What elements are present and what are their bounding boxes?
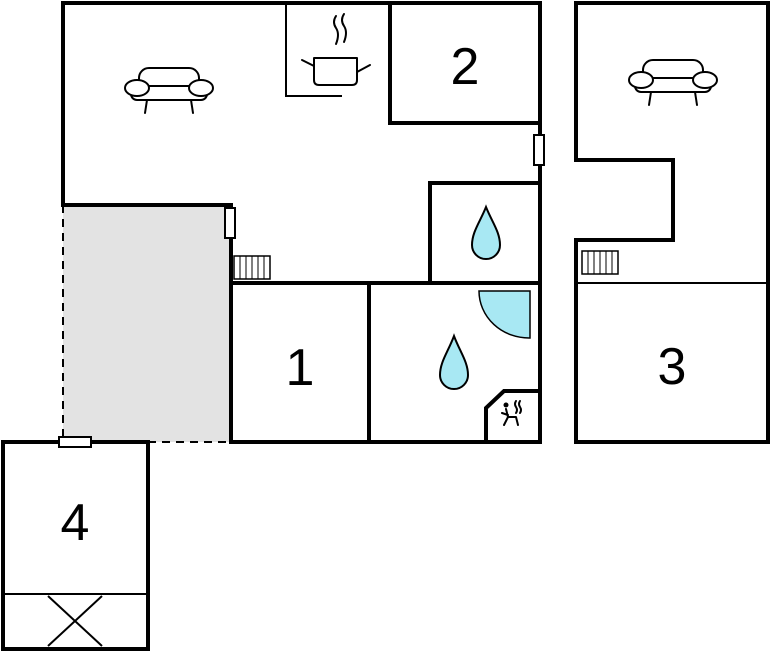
water-drop-icon (470, 204, 502, 260)
annex-building (1, 440, 150, 651)
sauna-icon (501, 400, 522, 426)
radiator-icon (581, 250, 619, 275)
room-3-label: 3 (658, 338, 687, 396)
room2-wall (388, 1, 542, 125)
sofa-icon (124, 67, 214, 114)
room-2-label: 2 (451, 38, 480, 96)
sauna-wall (484, 389, 542, 444)
shower-icon (478, 290, 531, 339)
main-outer-wall (61, 1, 542, 444)
terrace-fill (63, 205, 231, 442)
room-1-label: 1 (286, 339, 315, 397)
terrace-area (62, 205, 231, 443)
room-4-label: 4 (61, 494, 90, 552)
water-drop-icon (438, 333, 470, 390)
door-icon (224, 207, 236, 239)
right-building (574, 1, 770, 444)
main-building (61, 1, 542, 444)
door-icon (533, 134, 545, 166)
door-icon (58, 436, 92, 448)
radiator-icon (233, 255, 271, 280)
right-outer-wall (574, 1, 770, 444)
kitchen-niche (285, 3, 342, 97)
wc-wall (428, 181, 542, 285)
cooking-pot-icon (301, 13, 371, 86)
crossed-box-icon (47, 595, 103, 647)
sofa-icon (628, 59, 718, 106)
